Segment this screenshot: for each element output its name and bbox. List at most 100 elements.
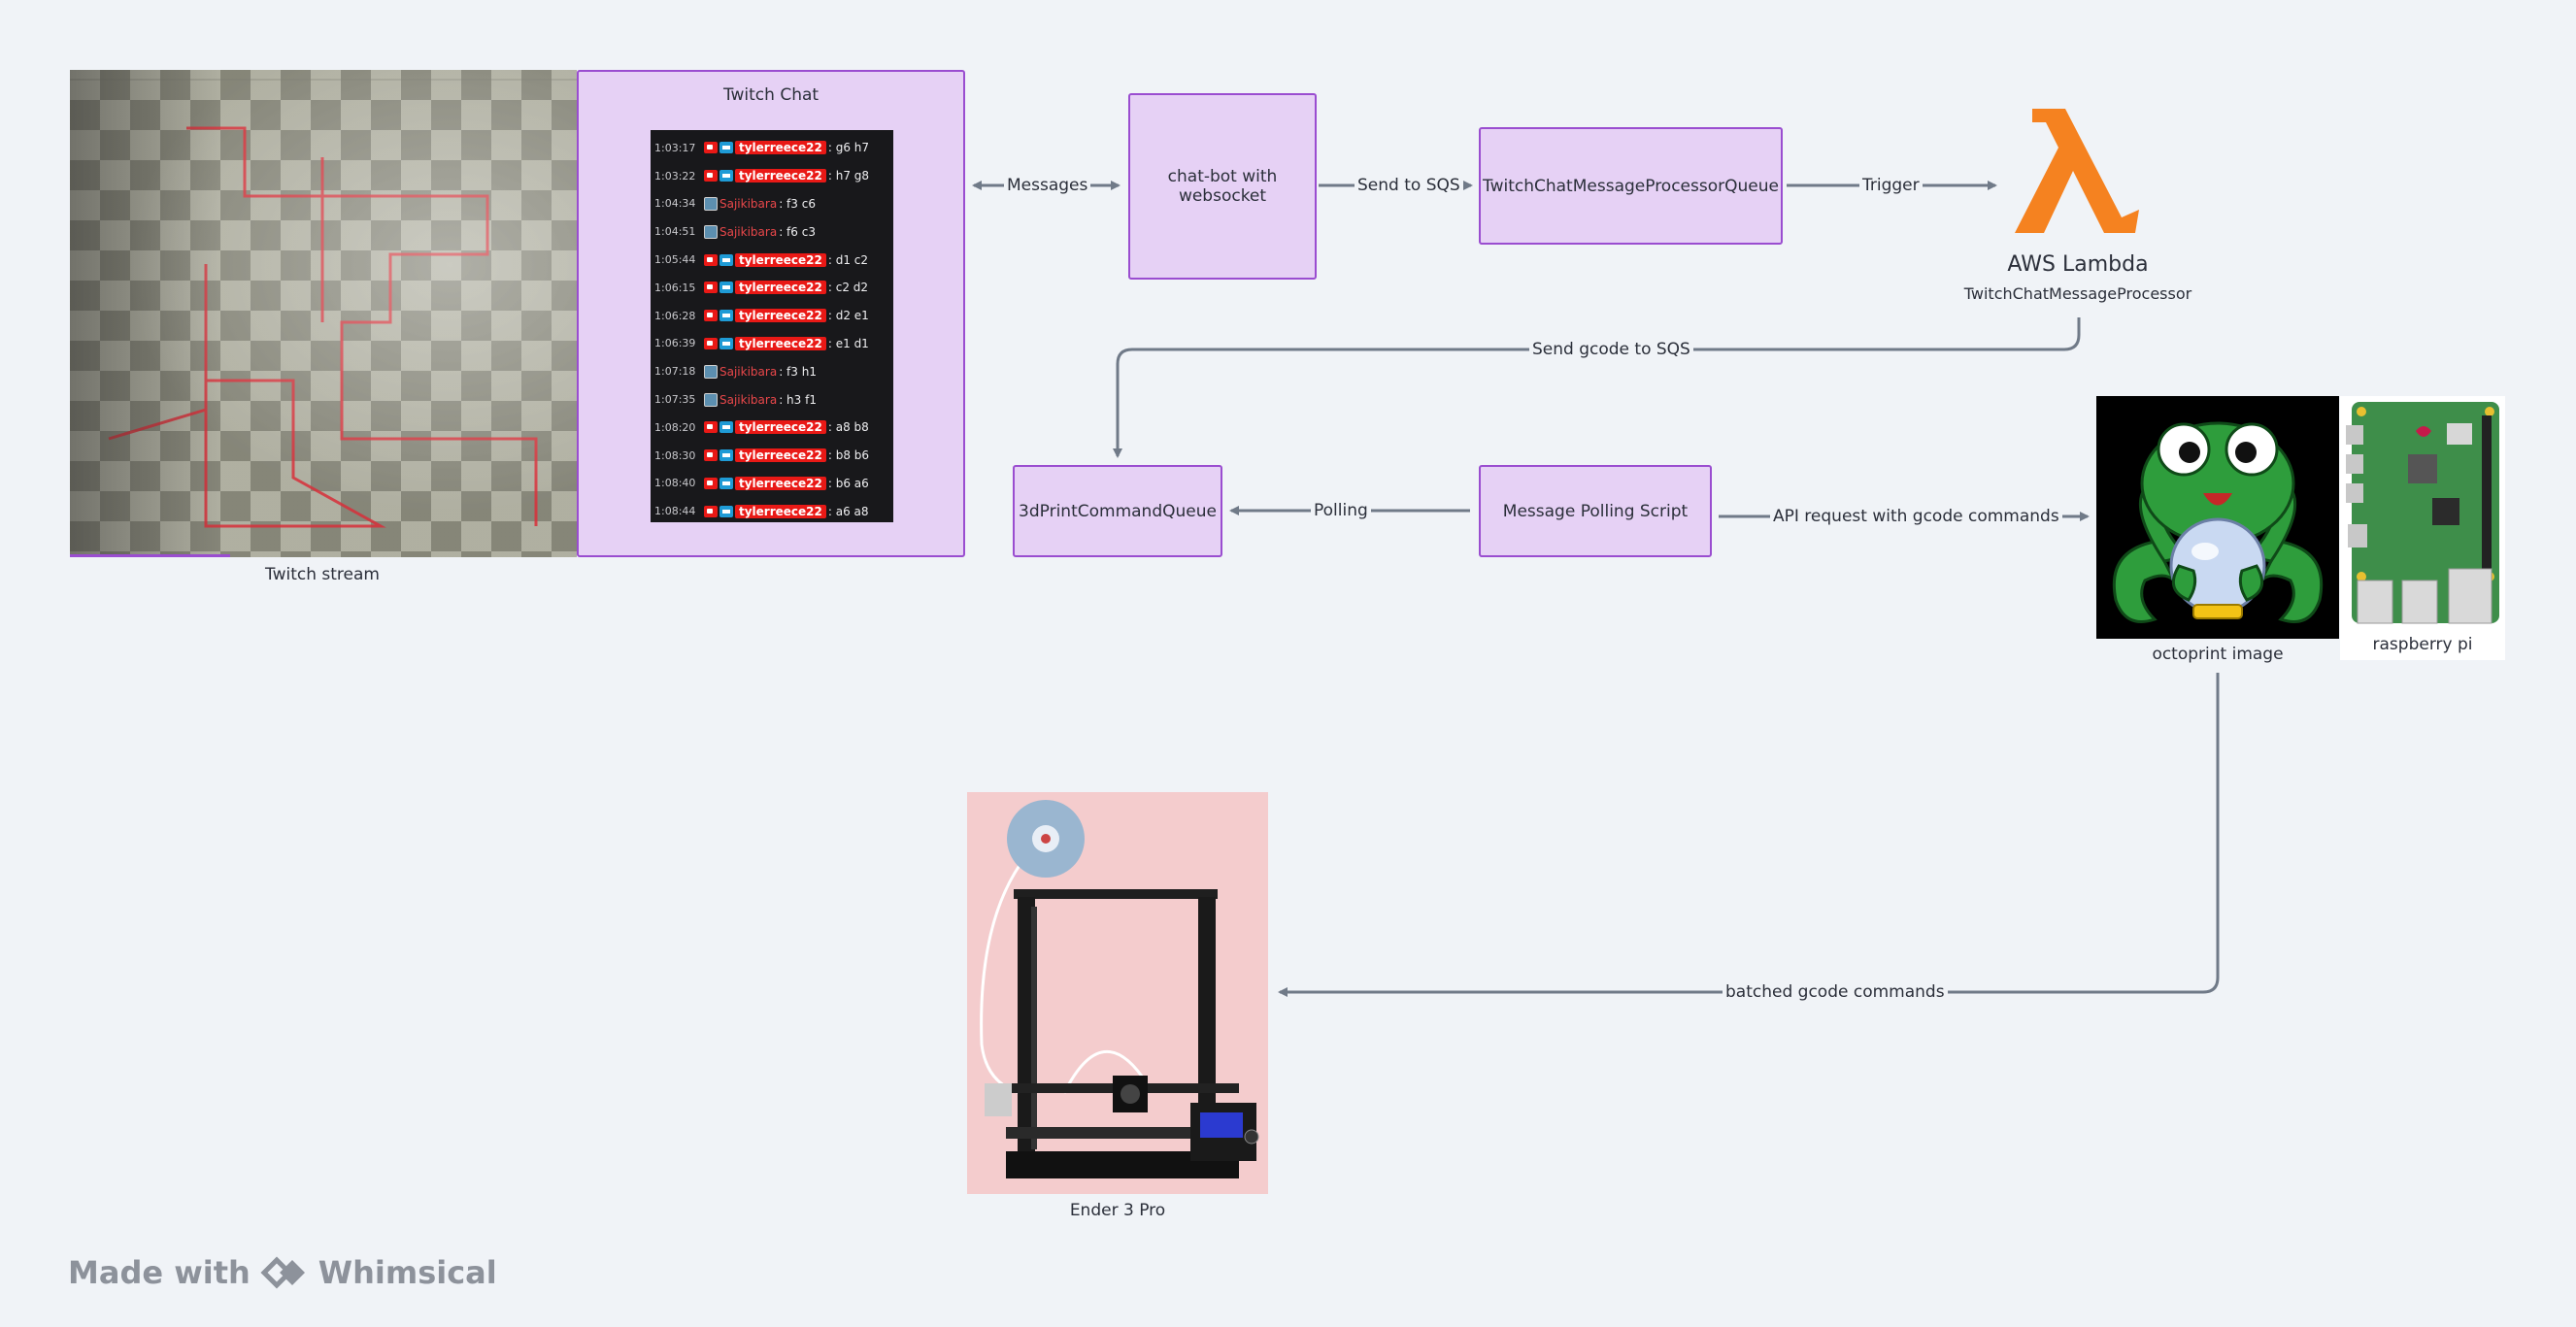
chat-timestamp: 1:05:44: [654, 253, 696, 267]
chat-timestamp: 1:08:20: [654, 420, 696, 434]
chat-username[interactable]: Sajikibara: [719, 224, 778, 239]
chat-message-text: : f6 c3: [779, 224, 816, 239]
whimsical-logo-icon: [260, 1256, 305, 1289]
raspberry-pi-board: [2346, 402, 2499, 624]
broadcaster-badge-icon: [704, 282, 718, 294]
edge-batched: [1278, 673, 2220, 997]
twitch-chat-title: Twitch Chat: [722, 85, 820, 105]
user-avatar-icon: [704, 392, 718, 407]
edge-label-trigger: Trigger: [1859, 176, 1923, 195]
crown-badge-icon: [719, 505, 733, 517]
chat-username[interactable]: Sajikibara: [719, 364, 778, 379]
processor-queue-node[interactable]: TwitchChatMessageProcessorQueue: [1479, 127, 1783, 245]
chat-message: 1:07:35 Sajikibara: h3 f1: [651, 385, 893, 414]
print-command-queue-node[interactable]: 3dPrintCommandQueue: [1013, 465, 1222, 557]
glare-overlay: [70, 70, 577, 557]
chat-message-text: : a8 b8: [827, 420, 869, 435]
chat-username[interactable]: tylerreece22: [735, 420, 826, 435]
made-with-label: Made with: [68, 1254, 251, 1291]
chat-message-text: : f3 c6: [779, 196, 816, 211]
chatbot-node[interactable]: chat-bot with websocket: [1128, 93, 1317, 280]
chat-message: 1:08:40 tylerreece22: b6 a6: [651, 470, 893, 498]
chat-message: 1:08:20 tylerreece22: a8 b8: [651, 414, 893, 442]
chat-timestamp: 1:08:30: [654, 448, 696, 462]
chat-username[interactable]: tylerreece22: [735, 504, 826, 518]
chat-message-text: : b8 b6: [827, 448, 870, 463]
twitch-stream-image: [70, 70, 577, 557]
crown-badge-icon: [719, 310, 733, 322]
chat-username[interactable]: tylerreece22: [735, 448, 826, 463]
raspberry-pi-caption: raspberry pi: [2372, 635, 2473, 654]
crown-badge-icon: [719, 282, 733, 294]
chat-timestamp: 1:03:22: [654, 169, 696, 182]
chat-username[interactable]: tylerreece22: [735, 169, 826, 183]
broadcaster-badge-icon: [704, 253, 718, 266]
crown-badge-icon: [719, 421, 733, 434]
octoprint-mascot: [2112, 421, 2324, 623]
raspberry-pi-card: raspberry pi: [2340, 396, 2505, 660]
crown-badge-icon: [719, 253, 733, 266]
chat-timestamp: 1:06:28: [654, 309, 696, 322]
edge-send-gcode: [1113, 317, 2081, 458]
chat-username[interactable]: Sajikibara: [719, 196, 778, 211]
edge-label-polling: Polling: [1311, 501, 1371, 520]
aws-lambda-icon: [2015, 109, 2139, 233]
chat-timestamp: 1:06:15: [654, 281, 696, 294]
chat-timestamp: 1:03:17: [654, 141, 696, 154]
chat-timestamp: 1:07:35: [654, 393, 696, 407]
chat-username[interactable]: tylerreece22: [735, 476, 826, 490]
crown-badge-icon: [719, 170, 733, 182]
chat-username[interactable]: tylerreece22: [735, 309, 826, 323]
drawn-path-overlay: [70, 79, 577, 528]
broadcaster-badge-icon: [704, 170, 718, 182]
aws-lambda-function-name: TwitchChatMessageProcessor: [1963, 284, 2192, 303]
chat-username[interactable]: Sajikibara: [719, 392, 778, 407]
octoprint-caption: octoprint image: [2152, 645, 2284, 664]
processor-queue-label: TwitchChatMessageProcessorQueue: [1483, 176, 1779, 196]
chat-message-text: : f3 h1: [779, 364, 817, 379]
chat-timestamp: 1:08:40: [654, 477, 696, 490]
octoprint-image: [2096, 396, 2339, 639]
whimsical-branding[interactable]: Made with Whimsical: [68, 1254, 497, 1291]
polling-script-node[interactable]: Message Polling Script: [1479, 465, 1712, 557]
chat-message-text: : b6 a6: [827, 476, 869, 490]
twitch-stream-caption: Twitch stream: [265, 565, 380, 584]
chat-message: 1:04:51 Sajikibara: f6 c3: [651, 217, 893, 246]
ender-3-pro-image: [967, 792, 1268, 1194]
edge-label-send-gcode: Send gcode to SQS: [1529, 340, 1693, 359]
3d-printer-drawing: [980, 800, 1259, 1178]
crown-badge-icon: [719, 142, 733, 154]
broadcaster-badge-icon: [704, 337, 718, 349]
edge-label-api-request: API request with gcode commands: [1770, 507, 2062, 526]
chat-message-text: : d1 c2: [827, 252, 869, 267]
edge-label-batched: batched gcode commands: [1723, 982, 1948, 1002]
edge-label-send-sqs: Send to SQS: [1355, 176, 1463, 195]
chat-username[interactable]: tylerreece22: [735, 281, 826, 295]
broadcaster-badge-icon: [704, 310, 718, 322]
chat-message-text: : h3 f1: [779, 392, 817, 407]
chat-username[interactable]: tylerreece22: [735, 141, 826, 155]
broadcaster-badge-icon: [704, 421, 718, 434]
aws-lambda-title: AWS Lambda: [2007, 252, 2149, 277]
chat-username[interactable]: tylerreece22: [735, 336, 826, 350]
user-avatar-icon: [704, 196, 718, 211]
chat-message-text: : h7 g8: [827, 169, 870, 183]
chat-message-text: : e1 d1: [827, 336, 869, 350]
chat-timestamp: 1:08:44: [654, 505, 696, 518]
chatbot-label: chat-bot with websocket: [1167, 167, 1278, 206]
edge-label-messages: Messages: [1004, 176, 1091, 195]
chat-timestamp: 1:07:18: [654, 365, 696, 379]
chat-message: 1:03:22 tylerreece22: h7 g8: [651, 162, 893, 190]
chat-username[interactable]: tylerreece22: [735, 252, 826, 267]
ender-3-pro-caption: Ender 3 Pro: [1069, 1201, 1166, 1220]
chat-timestamp: 1:04:51: [654, 225, 696, 239]
whimsical-brand-name: Whimsical: [318, 1254, 497, 1291]
chat-message: 1:05:44 tylerreece22: d1 c2: [651, 246, 893, 274]
broadcaster-badge-icon: [704, 142, 718, 154]
polling-script-label: Message Polling Script: [1502, 501, 1689, 521]
